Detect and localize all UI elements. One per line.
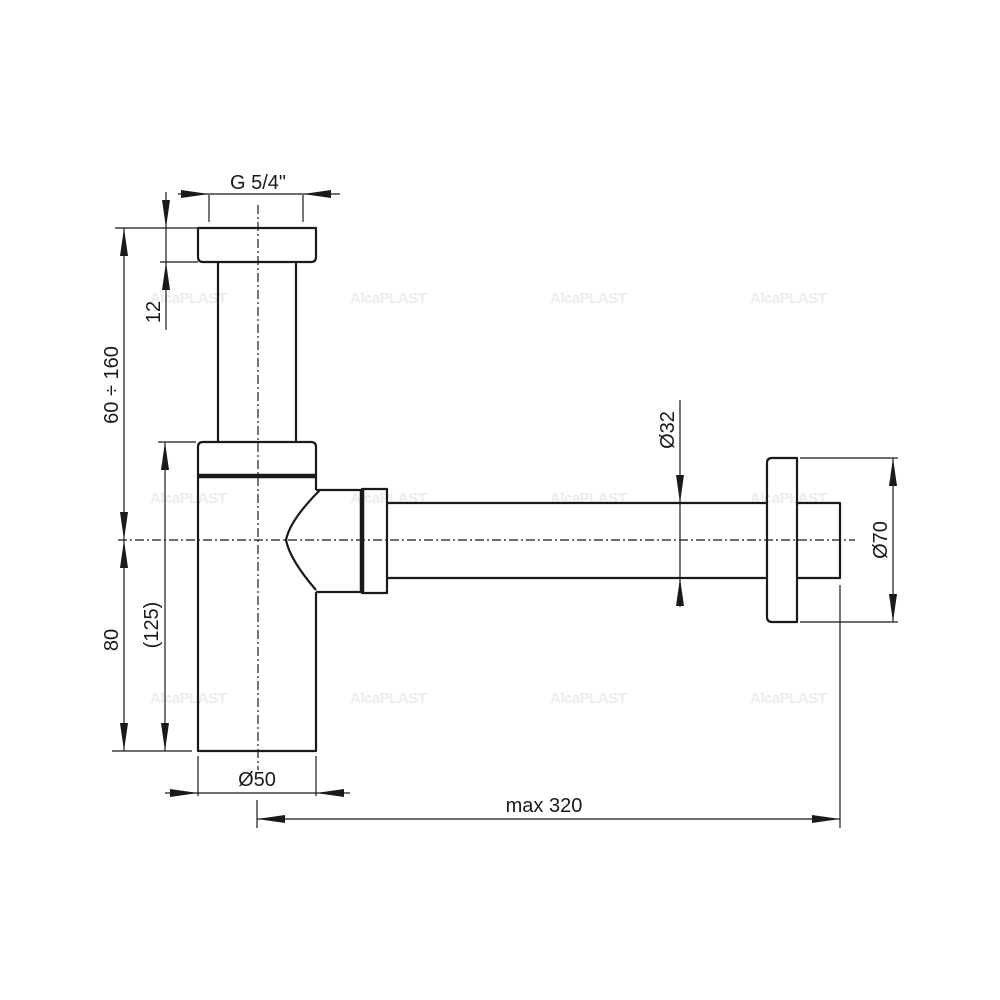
dim-thread: G 5/4"	[178, 172, 340, 222]
max-length-label: max 320	[506, 795, 583, 817]
pipe-end	[797, 501, 842, 580]
pipe-diameter-label: Ø32	[657, 411, 679, 449]
body-height-label: (125)	[141, 602, 163, 649]
dim-outlet-height: 80	[101, 540, 192, 752]
trap-body	[196, 226, 842, 753]
dim-body-diameter: Ø50	[165, 756, 350, 797]
rosette-diameter-label: Ø70	[870, 521, 892, 559]
dim-body-height: (125)	[141, 441, 196, 751]
watermark: AlcaPLAST	[750, 690, 827, 707]
watermark: AlcaPLAST	[750, 490, 827, 507]
outlet-saddle	[284, 488, 322, 591]
top-flange	[196, 226, 318, 264]
watermark: AlcaPLAST	[550, 490, 627, 507]
bottle-body	[196, 475, 318, 753]
watermark: AlcaPLAST	[350, 690, 427, 707]
watermark: AlcaPLAST	[150, 690, 227, 707]
dim-adjustable-height: 60 ÷ 160	[101, 227, 160, 540]
dim-max-length: max 320	[256, 585, 841, 828]
watermark: AlcaPLAST	[350, 290, 427, 307]
body-diameter-label: Ø50	[238, 769, 276, 791]
outlet-height-label: 80	[101, 629, 123, 651]
watermark: AlcaPLAST	[750, 290, 827, 307]
watermark: AlcaPLAST	[150, 490, 227, 507]
dim-pipe-diameter: Ø32	[657, 400, 684, 607]
body-cap	[196, 440, 318, 490]
watermarks: AlcaPLAST AlcaPLAST AlcaPLAST AlcaPLAST …	[150, 290, 827, 707]
watermark: AlcaPLAST	[150, 290, 227, 307]
outlet-nut	[360, 487, 389, 595]
flange-height-label: 12	[143, 301, 165, 323]
wall-rosette	[765, 456, 799, 624]
dim-rosette-diameter: Ø70	[800, 457, 898, 623]
center-lines	[118, 205, 855, 770]
thread-label: G 5/4"	[230, 172, 286, 194]
watermark: AlcaPLAST	[550, 290, 627, 307]
watermark: AlcaPLAST	[550, 690, 627, 707]
adjustable-height-label: 60 ÷ 160	[101, 346, 123, 424]
dim-flange-height: 12	[143, 192, 198, 330]
